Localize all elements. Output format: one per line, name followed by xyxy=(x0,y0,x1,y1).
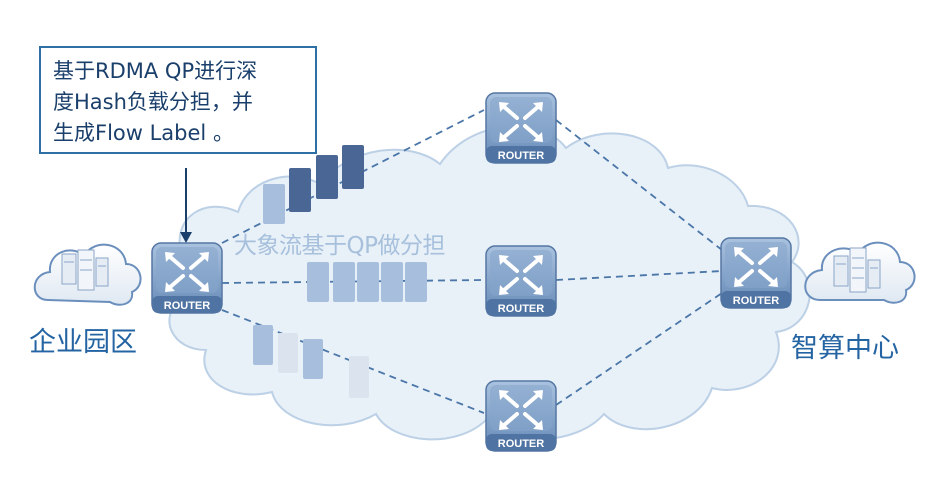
flow-block xyxy=(253,325,273,365)
flow-block xyxy=(405,262,427,302)
flow-block xyxy=(357,262,379,302)
router-label: ROUTER xyxy=(164,300,211,312)
link-middle-right xyxy=(555,270,723,281)
flow-block xyxy=(316,155,338,199)
flow-blocks-top xyxy=(263,145,364,224)
flow-block xyxy=(381,262,403,302)
network-cloud xyxy=(156,125,811,441)
router-bottom: ROUTER xyxy=(484,379,558,453)
flow-blocks-middle xyxy=(307,262,427,302)
campus-cloud-icon xyxy=(33,243,142,306)
router-left: ROUTER xyxy=(150,241,224,315)
campus-label: 企业园区 xyxy=(29,327,137,358)
router-label: ROUTER xyxy=(498,150,545,162)
callout-line-2: 度Hash负载分担，并 xyxy=(53,90,253,114)
flow-block xyxy=(349,356,369,398)
callout-arrow xyxy=(180,168,192,243)
router-right: ROUTER xyxy=(719,236,793,310)
flow-block xyxy=(303,339,323,379)
elephant-flow-label: 大象流基于QP做分担 xyxy=(234,233,445,259)
link-bottom-right xyxy=(555,292,723,406)
router-label: ROUTER xyxy=(733,295,780,307)
flow-block xyxy=(289,168,311,212)
router-label: ROUTER xyxy=(498,438,545,450)
callout-line-1: 基于RDMA QP进行深 xyxy=(53,59,258,83)
flow-block xyxy=(263,184,285,224)
flow-block xyxy=(333,262,355,302)
link-left-middle xyxy=(221,279,485,284)
link-left-bottom xyxy=(221,309,485,414)
flow-blocks-bottom xyxy=(253,325,369,398)
flow-block xyxy=(307,262,329,302)
server-icon xyxy=(833,247,881,293)
router-top: ROUTER xyxy=(484,91,558,165)
flow-block xyxy=(278,333,298,373)
router-middle: ROUTER xyxy=(484,244,558,318)
datacenter-cloud-icon xyxy=(804,241,916,304)
flow-block xyxy=(342,145,364,189)
server-icon xyxy=(61,249,109,291)
router-label: ROUTER xyxy=(498,303,545,315)
datacenter-label: 智算中心 xyxy=(791,333,899,364)
callout-box: 基于RDMA QP进行深 度Hash负载分担，并 生成Flow Label 。 xyxy=(39,46,317,154)
callout-line-3: 生成Flow Label 。 xyxy=(53,121,234,145)
